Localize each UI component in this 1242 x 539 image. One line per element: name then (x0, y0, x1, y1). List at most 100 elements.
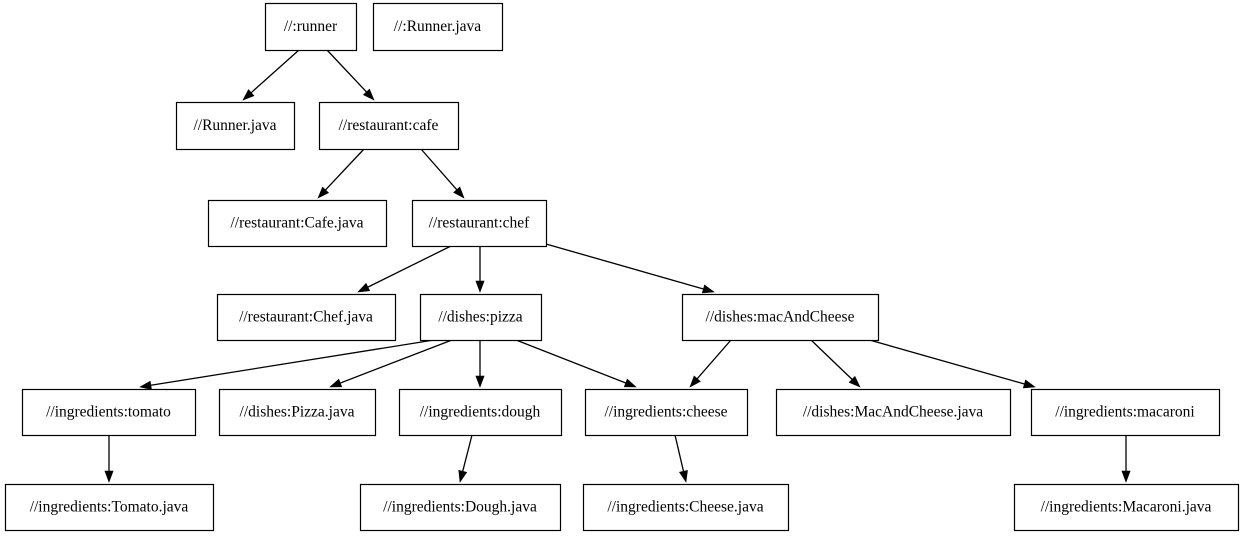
node-box[interactable] (4, 483, 215, 532)
graph-node-ingredients_dough[interactable]: //ingredients:dough (398, 388, 563, 437)
graph-node-dishes_pizza[interactable]: //dishes:pizza (419, 293, 543, 342)
node-label: //restaurant:cafe (339, 117, 439, 134)
graph-node-cheese_java[interactable]: //ingredients:Cheese.java (582, 483, 790, 532)
node-box[interactable] (584, 388, 749, 437)
edge-line (367, 245, 452, 288)
edge-line (326, 49, 367, 93)
node-label: //:runner (284, 18, 338, 35)
node-box[interactable] (218, 388, 377, 437)
graph-node-dishes_pizza_java[interactable]: //dishes:Pizza.java (218, 388, 377, 437)
node-box[interactable] (207, 199, 388, 248)
graph-edge (317, 148, 365, 199)
node-label: //ingredients:Cheese.java (607, 499, 763, 516)
graph-edge (475, 246, 485, 293)
edge-line (865, 338, 1025, 385)
graph-node-ingredients_cheese[interactable]: //ingredients:cheese (584, 388, 749, 437)
graph-node-runner_java_root[interactable]: //:Runner.java (372, 2, 504, 52)
node-box[interactable] (359, 483, 562, 532)
graph-node-restaurant_chef[interactable]: //restaurant:chef (411, 199, 548, 248)
graph-edge (810, 339, 861, 388)
edge-line (462, 434, 473, 472)
node-label: //restaurant:Cafe.java (231, 215, 364, 232)
node-box[interactable] (775, 388, 1012, 437)
graph-node-restaurant_cafe[interactable]: //restaurant:cafe (318, 101, 460, 151)
arrowhead-icon (679, 469, 688, 483)
node-label: //restaurant:Chef.java (239, 309, 373, 326)
nodes-layer: //:runner //:Runner.java //Runner.java //re… (4, 2, 1240, 532)
edge-line (696, 339, 732, 380)
node-box[interactable] (582, 483, 790, 532)
graph-edge (329, 339, 453, 388)
arrowhead-icon (139, 380, 152, 390)
edge-line (674, 434, 685, 472)
graph-edge (545, 243, 715, 294)
graph-edge (420, 148, 465, 199)
graph-node-tomato_java[interactable]: //ingredients:Tomato.java (4, 483, 215, 532)
node-label: //ingredients:Macaroni.java (1041, 499, 1212, 516)
edge-line (150, 339, 435, 386)
node-label: //dishes:macAndCheese (706, 309, 855, 326)
graph-node-ingredients_tomato[interactable]: //ingredients:tomato (21, 388, 197, 437)
node-label: //dishes:Pizza.java (240, 404, 355, 421)
node-box[interactable] (318, 101, 460, 151)
node-label: //ingredients:macaroni (1055, 404, 1195, 421)
arrowhead-icon (104, 470, 114, 483)
node-label: //ingredients:cheese (604, 404, 727, 421)
graph-node-dishes_macandcheese[interactable]: //dishes:macAndCheese (681, 293, 880, 342)
edge-line (250, 49, 300, 94)
graph-node-ingredients_macaroni[interactable]: //ingredients:macaroni (1030, 388, 1221, 437)
arrowhead-icon (848, 375, 861, 388)
node-box[interactable] (411, 199, 548, 248)
arrowhead-icon (453, 186, 465, 199)
arrowhead-icon (242, 89, 255, 101)
graph-node-runner_java[interactable]: //Runner.java (175, 101, 296, 151)
graph-edge (139, 339, 435, 390)
edge-line (325, 148, 365, 191)
graph-node-macaroni_java[interactable]: //ingredients:Macaroni.java (1013, 483, 1240, 532)
graph-edge (326, 49, 375, 101)
node-box[interactable] (681, 293, 880, 342)
node-label: //ingredients:Tomato.java (30, 499, 189, 516)
arrowhead-icon (689, 375, 701, 388)
node-box[interactable] (1030, 388, 1221, 437)
node-box[interactable] (21, 388, 197, 437)
arrowhead-icon (357, 282, 371, 293)
node-label: //Runner.java (193, 117, 276, 134)
graph-edge (515, 339, 637, 388)
node-label: //restaurant:chef (429, 215, 531, 232)
edges-layer (104, 49, 1131, 483)
arrowhead-icon (475, 280, 485, 293)
graph-node-restaurant_cafe_java[interactable]: //restaurant:Cafe.java (207, 199, 388, 248)
node-box[interactable] (419, 293, 543, 342)
graph-edge (865, 338, 1036, 389)
node-box[interactable] (372, 2, 504, 52)
graph-node-runner[interactable]: //:runner (264, 2, 358, 52)
arrowhead-icon (1022, 379, 1036, 389)
node-box[interactable] (216, 293, 397, 342)
node-label: //ingredients:dough (420, 404, 541, 421)
graph-node-restaurant_chef_java[interactable]: //restaurant:Chef.java (216, 293, 397, 342)
graph-edge (458, 434, 473, 483)
graph-edge (475, 340, 485, 388)
node-label: //ingredients:tomato (46, 404, 171, 421)
edge-line (810, 339, 853, 380)
node-label: //:Runner.java (394, 18, 482, 35)
node-label: //ingredients:Dough.java (383, 499, 537, 516)
edge-line (515, 339, 626, 384)
arrowhead-icon (701, 284, 715, 294)
node-label: //dishes:MacAndCheese.java (803, 404, 983, 421)
node-box[interactable] (264, 2, 358, 52)
graph-node-dough_java[interactable]: //ingredients:Dough.java (359, 483, 562, 532)
graph-edge (674, 434, 688, 483)
node-box[interactable] (175, 101, 296, 151)
graph-edge (104, 435, 114, 483)
node-box[interactable] (1013, 483, 1240, 532)
graph-node-dishes_mac_java[interactable]: //dishes:MacAndCheese.java (775, 388, 1012, 437)
arrowhead-icon (623, 378, 637, 388)
edge-line (420, 148, 458, 191)
arrowhead-icon (362, 88, 375, 101)
node-box[interactable] (398, 388, 563, 437)
arrowhead-icon (317, 186, 330, 199)
